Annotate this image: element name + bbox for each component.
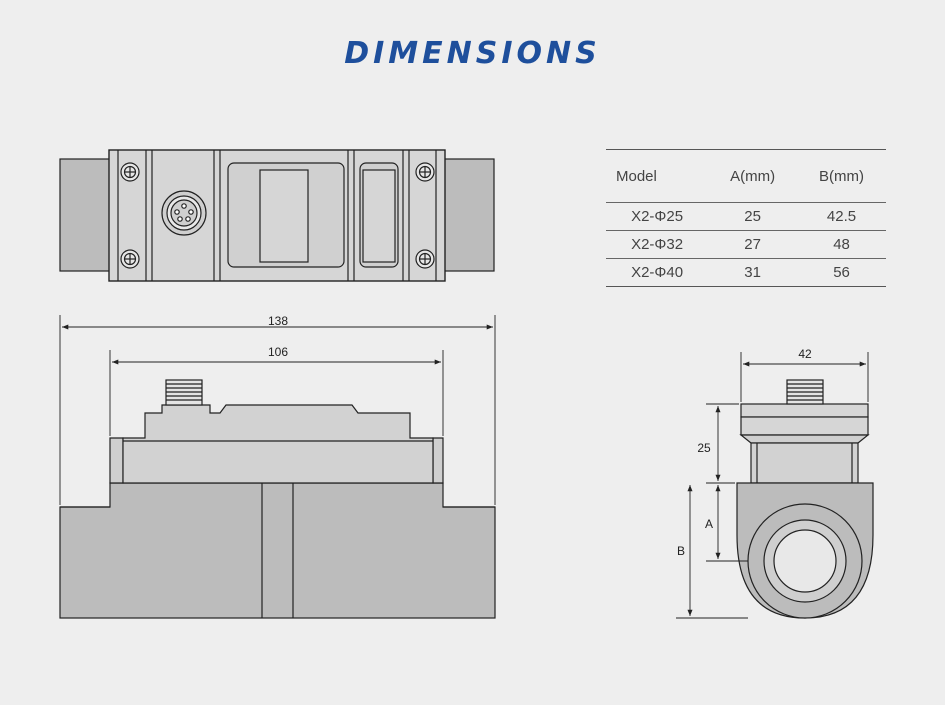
dim-height: 25: [697, 441, 711, 455]
spec-table: Model A(mm) B(mm) X2-Φ25 25 42.5 X2-Φ32 …: [606, 149, 886, 287]
dim-width: 42: [798, 347, 812, 361]
cell-a: 25: [708, 202, 798, 231]
page-title: DIMENSIONS: [344, 36, 601, 71]
dimension-lines-side: [676, 352, 869, 619]
front-view: [59, 379, 496, 619]
screw-icon: [415, 162, 435, 182]
cell-b: 42.5: [797, 202, 886, 231]
dim-b: B: [677, 544, 685, 558]
table-row: X2-Φ40 31 56: [606, 258, 886, 287]
dim-housing-length: 106: [268, 345, 288, 359]
cell-model: X2-Φ32: [606, 230, 709, 259]
screw-icon: [120, 249, 140, 269]
table-row: X2-Φ25 25 42.5: [606, 202, 886, 231]
cell-b: 56: [797, 258, 886, 287]
dim-overall-length: 138: [268, 314, 288, 328]
side-view: [736, 379, 874, 619]
cell-a: 31: [708, 258, 798, 287]
header-a: A(mm): [708, 149, 798, 203]
header-model: Model: [606, 149, 709, 203]
connector-top: [161, 190, 207, 236]
dimension-lines-front: [59, 315, 496, 505]
dim-a: A: [705, 517, 713, 531]
cell-a: 27: [708, 230, 798, 259]
header-b: B(mm): [797, 149, 886, 203]
table-header-row: Model A(mm) B(mm): [606, 149, 886, 203]
screw-icon: [415, 249, 435, 269]
connector-side-view: [786, 379, 824, 405]
cell-model: X2-Φ25: [606, 202, 709, 231]
connector-side: [165, 379, 203, 406]
cell-b: 48: [797, 230, 886, 259]
screw-icon: [120, 162, 140, 182]
table-row: X2-Φ32 27 48: [606, 230, 886, 259]
cell-model: X2-Φ40: [606, 258, 709, 287]
top-view: [59, 149, 495, 282]
